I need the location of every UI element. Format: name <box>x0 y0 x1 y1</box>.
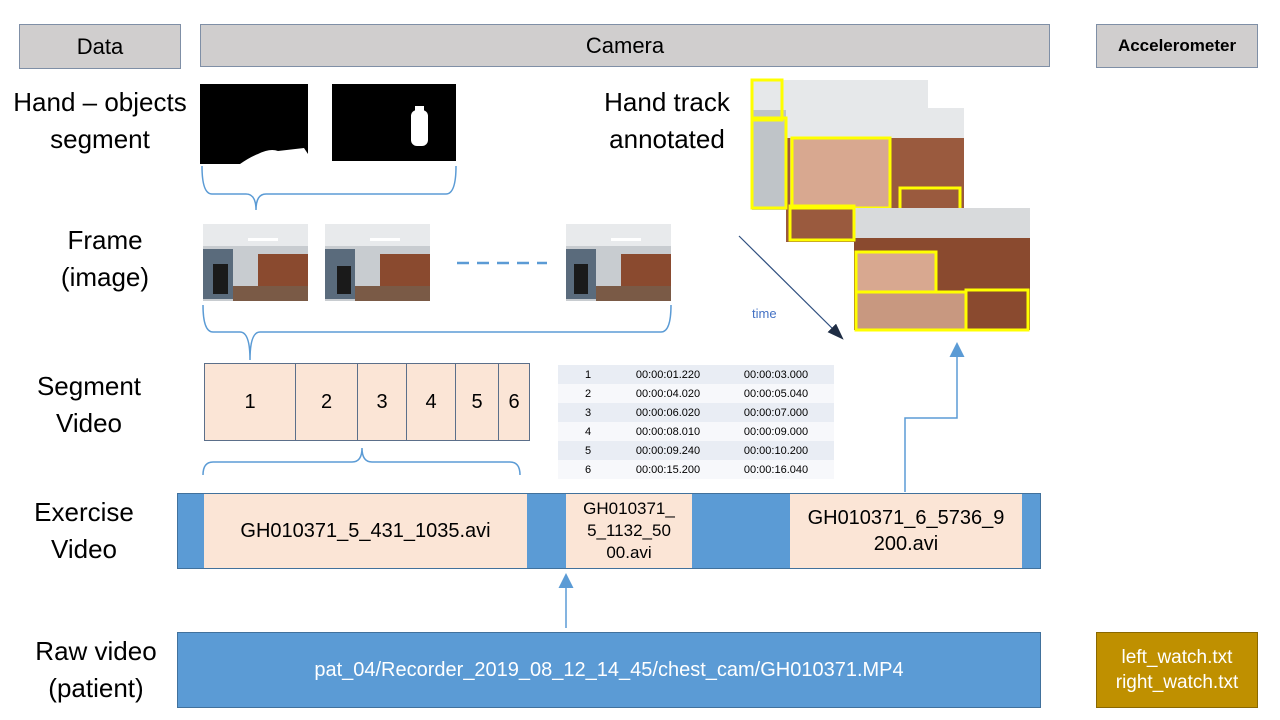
hand-objects-segment-label: Hand – objects segment <box>0 84 200 158</box>
watch-files-box: left_watch.txt right_watch.txt <box>1096 632 1258 708</box>
exercise-video-3-label: GH010371_6_5736_9 200.avi <box>807 507 1005 555</box>
time-label: time <box>752 306 777 321</box>
exercise-to-handtrack-arrow <box>904 342 965 492</box>
hand-objects-line2: segment <box>50 124 150 154</box>
camera-header: Camera <box>200 24 1050 67</box>
table-cell: 6 <box>558 460 618 479</box>
table-cell: 00:00:03.000 <box>718 365 834 384</box>
exercise-video-line1: Exercise <box>34 497 134 527</box>
frame-image-n <box>566 224 671 301</box>
exercise-video-1: GH010371_5_431_1035.avi <box>204 494 527 568</box>
raw-video-line1: Raw video <box>35 636 157 666</box>
right-watch-file: right_watch.txt <box>1115 672 1239 693</box>
segment-box-4: 4 <box>406 363 456 441</box>
exercise-video-3: GH010371_6_5736_9 200.avi <box>790 494 1022 568</box>
segment-box-6-label: 6 <box>508 390 520 413</box>
segment-video-line1: Segment <box>36 371 142 401</box>
hand-track-label: Hand track annotated <box>567 84 767 158</box>
table-cell: 00:00:15.200 <box>618 460 718 479</box>
raw-video-line2: (patient) <box>48 673 144 703</box>
hand-track-line1: Hand track <box>604 87 730 117</box>
table-cell: 4 <box>558 422 618 441</box>
accelerometer-header: Accelerometer <box>1096 24 1258 68</box>
segment-box-2-label: 2 <box>320 390 333 413</box>
frame-image-2 <box>325 224 430 301</box>
table-cell: 00:00:09.000 <box>718 422 834 441</box>
table-cell: 00:00:08.010 <box>618 422 718 441</box>
left-watch-file: left_watch.txt <box>1121 647 1233 668</box>
table-cell: 00:00:04.020 <box>618 384 718 403</box>
segment-bracket <box>202 447 521 476</box>
exercise-video-1-label: GH010371_5_431_1035.avi <box>240 520 491 542</box>
data-header-label: Data <box>76 33 124 59</box>
data-header: Data <box>19 24 181 69</box>
hand-track-image-3 <box>788 204 1030 332</box>
frame-line2: (image) <box>60 262 150 292</box>
table-cell: 1 <box>558 365 618 384</box>
segment-box-3-label: 3 <box>376 390 388 413</box>
table-cell: 3 <box>558 403 618 422</box>
exercise-video-label: Exercise Video <box>0 494 184 568</box>
object-mask-image <box>332 84 456 161</box>
segment-box-5-label: 5 <box>471 390 483 413</box>
table-cell: 5 <box>558 441 618 460</box>
table-cell: 00:00:10.200 <box>718 441 834 460</box>
segment-box-3: 3 <box>357 363 407 441</box>
table-cell: 2 <box>558 384 618 403</box>
raw-video-label: Raw video (patient) <box>0 633 196 707</box>
frame-line1: Frame <box>67 225 143 255</box>
segment-box-6: 6 <box>498 363 530 441</box>
segment-box-1-label: 1 <box>244 390 256 413</box>
frame-label: Frame (image) <box>5 222 205 296</box>
exercise-video-line2: Video <box>50 534 118 564</box>
table-cell: 00:00:05.040 <box>718 384 834 403</box>
segment-box-4-label: 4 <box>425 390 437 413</box>
table-cell: 00:00:01.220 <box>618 365 718 384</box>
table-cell: 00:00:16.040 <box>718 460 834 479</box>
segment-video-line2: Video <box>55 408 123 438</box>
segment-box-5: 5 <box>455 363 499 441</box>
segment-video-label: Segment Video <box>0 368 189 442</box>
hand-objects-line1: Hand – objects <box>13 87 187 117</box>
accelerometer-header-label: Accelerometer <box>1117 36 1237 55</box>
table-cell: 00:00:06.020 <box>618 403 718 422</box>
mask-bracket <box>201 165 457 211</box>
raw-video-bar: pat_04/Recorder_2019_08_12_14_45/chest_c… <box>177 632 1041 708</box>
segment-box-1: 1 <box>204 363 296 441</box>
hand-track-images <box>750 78 1030 332</box>
frame-bracket <box>202 304 672 361</box>
table-cell: 00:00:09.240 <box>618 441 718 460</box>
exercise-video-2-label: GH010371_ 5_1132_50 00.avi <box>583 499 675 562</box>
hand-track-line2: annotated <box>609 124 725 154</box>
frame-image-1 <box>203 224 308 301</box>
hand-mask-image <box>200 84 308 164</box>
raw-video-path: pat_04/Recorder_2019_08_12_14_45/chest_c… <box>314 658 904 681</box>
exercise-video-2: GH010371_ 5_1132_50 00.avi <box>566 494 692 568</box>
camera-header-label: Camera <box>585 32 665 58</box>
segment-box-2: 2 <box>295 363 358 441</box>
table-cell: 00:00:07.000 <box>718 403 834 422</box>
time-arrow <box>738 235 844 340</box>
